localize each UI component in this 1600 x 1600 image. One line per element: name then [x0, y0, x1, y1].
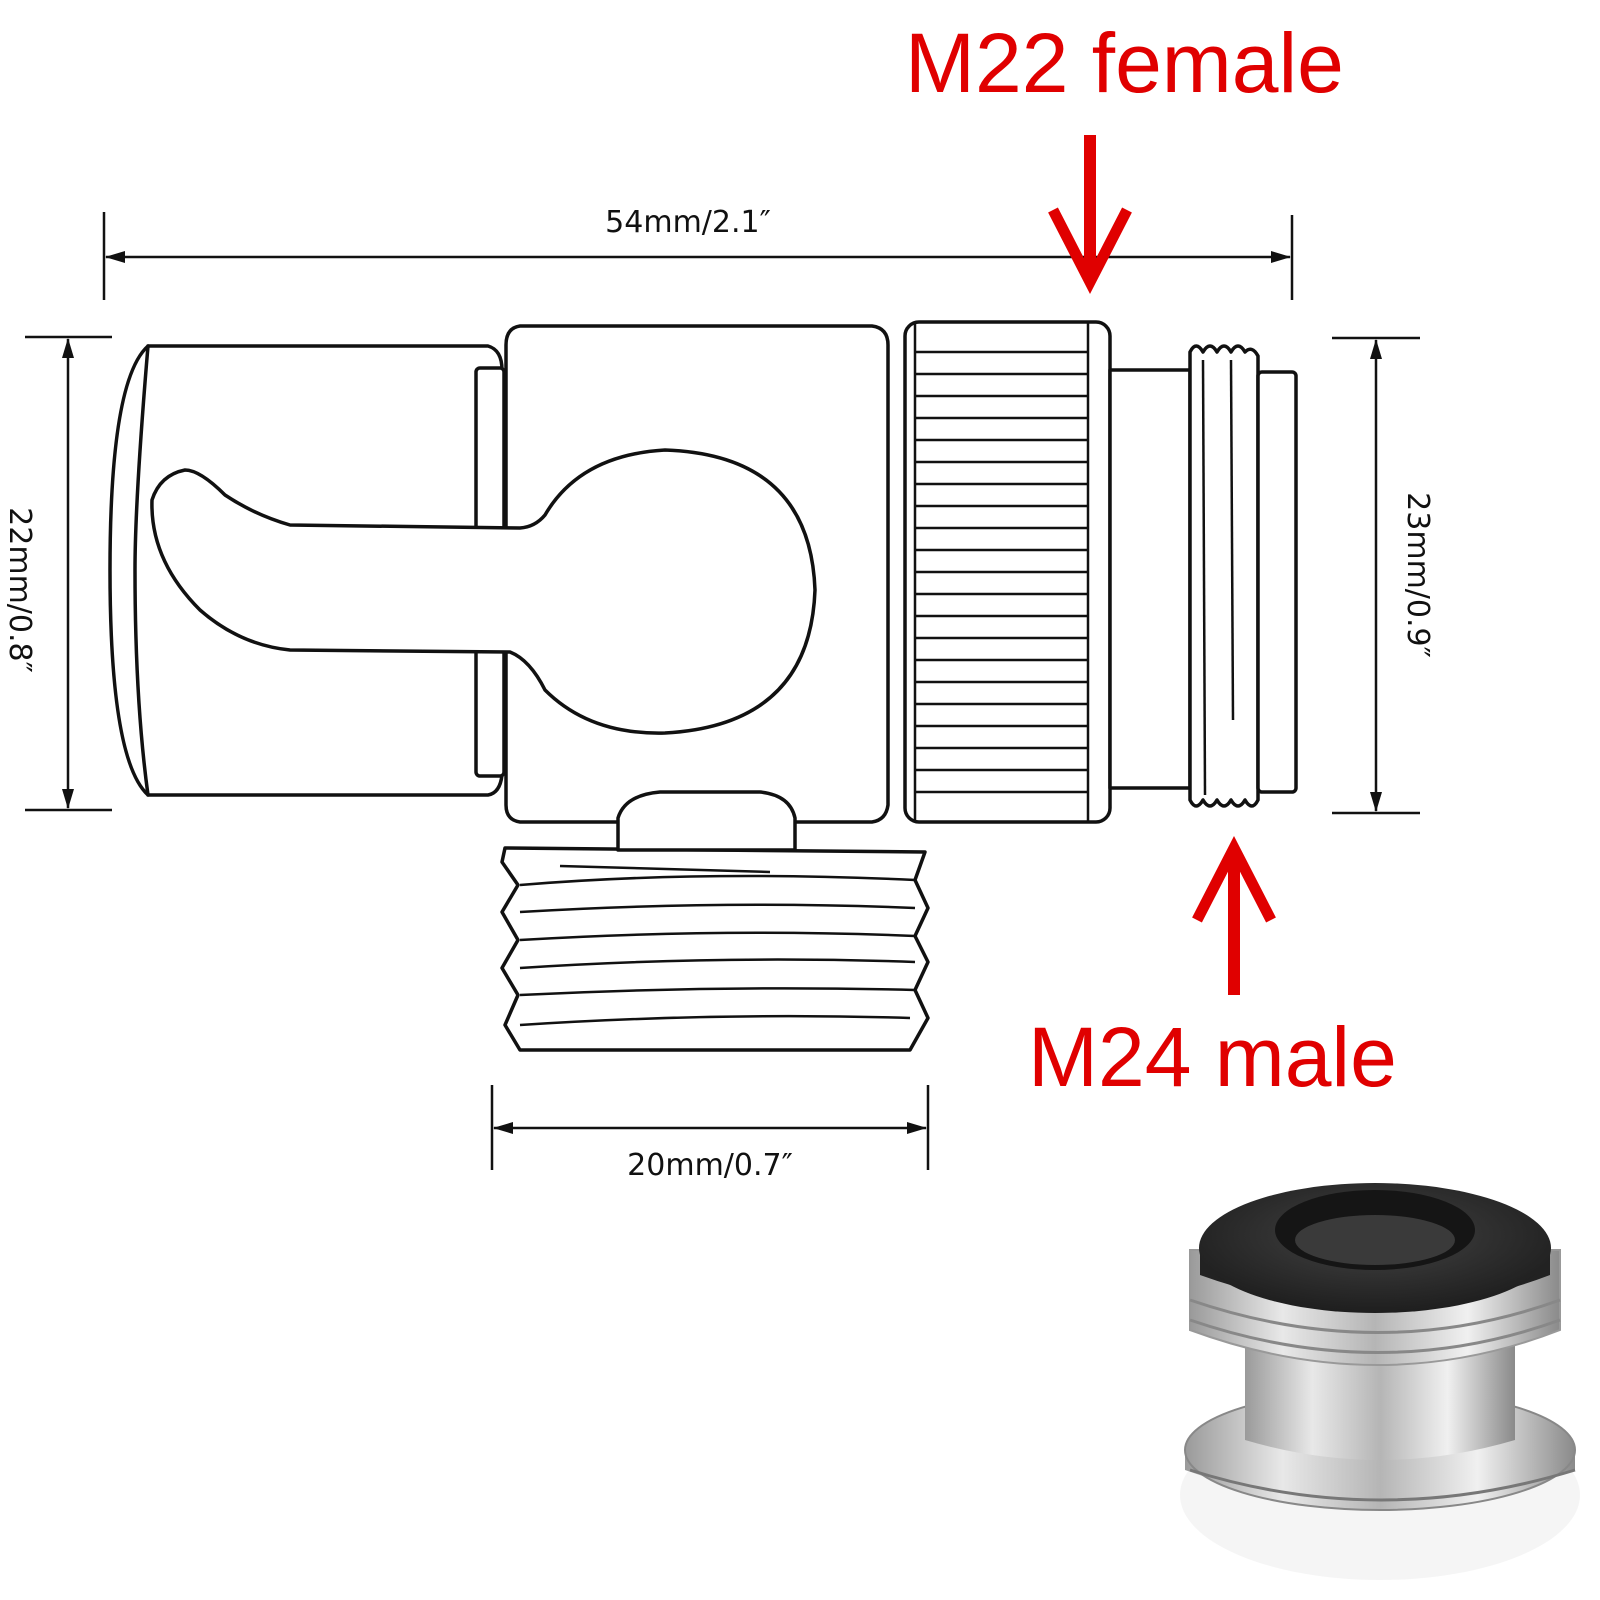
- m24-male-label: M24 male: [1028, 1010, 1397, 1104]
- m22-female-label: M22 female: [905, 16, 1344, 110]
- dimension-right-height: 23mm/0.9″: [1332, 336, 1435, 815]
- right-height-label: 23mm/0.9″: [1400, 492, 1435, 658]
- knurled-nut: [903, 320, 1112, 824]
- length-label: 54mm/2.1″: [605, 205, 771, 240]
- bottom-thread-outlet: [500, 790, 930, 1052]
- male-thread-end: [1108, 344, 1298, 808]
- lever-handle: [150, 448, 817, 735]
- m22-callout: M22 female: [905, 16, 1344, 295]
- left-height-label: 22mm/0.8″: [2, 507, 37, 673]
- bottom-width-label: 20mm/0.7″: [627, 1148, 793, 1183]
- dimension-length: 54mm/2.1″: [102, 205, 1294, 300]
- m24-callout: M24 male: [1028, 835, 1397, 1104]
- dimension-bottom-width: 20mm/0.7″: [490, 1085, 930, 1183]
- dimension-left-height: 22mm/0.8″: [2, 335, 112, 812]
- adapter-photo: [1180, 1183, 1580, 1580]
